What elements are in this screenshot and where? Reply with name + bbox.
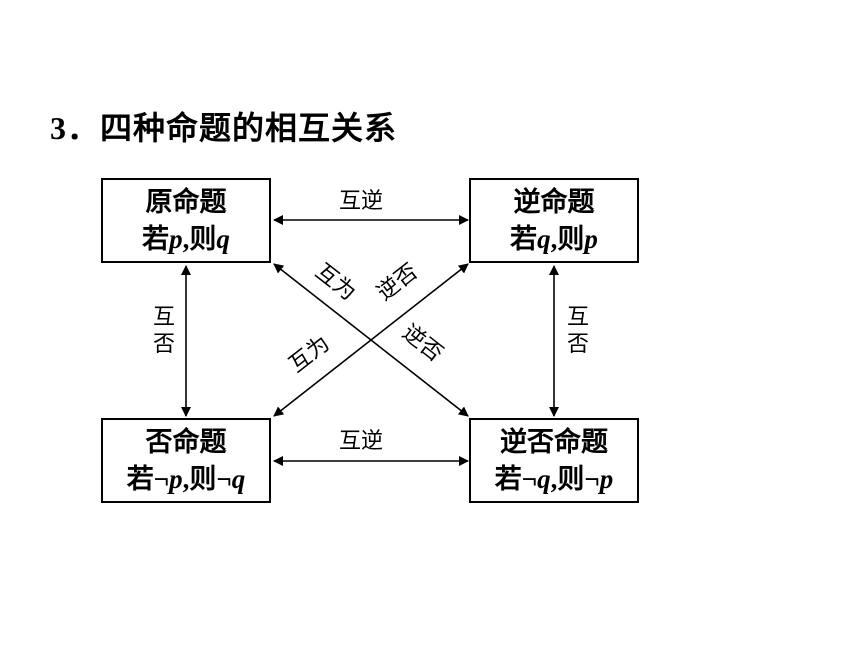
section-title: 四种命题的相互关系 bbox=[100, 109, 398, 147]
inverse-title: 否命题 bbox=[145, 426, 227, 458]
contrapositive-proposition-box: 逆否命题 若¬q,则¬p bbox=[469, 418, 639, 503]
arrow-diag-2 bbox=[273, 263, 469, 417]
contrapositive-condition: 若¬q,则¬p bbox=[494, 463, 614, 494]
label-right: 互否 bbox=[566, 305, 589, 357]
page-title: 3．四种命题的相互关系 bbox=[50, 103, 397, 149]
section-number: 3． bbox=[50, 110, 101, 146]
original-condition: 若p,则q bbox=[142, 223, 230, 254]
label-left: 互否 bbox=[152, 305, 175, 357]
converse-title: 逆命题 bbox=[513, 186, 595, 218]
label-bottom: 互逆 bbox=[339, 429, 384, 454]
original-proposition-box: 原命题 若p,则q bbox=[101, 178, 271, 263]
converse-condition: 若q,则p bbox=[510, 223, 598, 254]
label-top: 互逆 bbox=[339, 189, 384, 214]
contrapositive-title: 逆否命题 bbox=[500, 426, 608, 458]
original-title: 原命题 bbox=[145, 186, 227, 218]
converse-proposition-box: 逆命题 若q,则p bbox=[469, 178, 639, 263]
inverse-proposition-box: 否命题 若¬p,则¬q bbox=[101, 418, 271, 503]
inverse-condition: 若¬p,则¬q bbox=[126, 463, 246, 494]
